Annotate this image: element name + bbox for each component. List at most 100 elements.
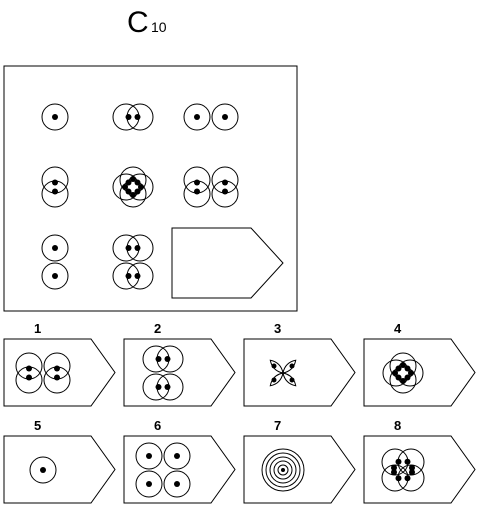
puzzle-title: C 10 xyxy=(127,6,167,39)
petal xyxy=(269,372,284,387)
dot xyxy=(194,114,200,120)
dot xyxy=(404,374,411,381)
dot xyxy=(52,179,58,186)
dot xyxy=(54,374,60,381)
answer-option-4[interactable]: 4 xyxy=(363,321,476,407)
option-frame xyxy=(243,338,356,407)
answer-option-number: 3 xyxy=(274,321,281,336)
circle-outline xyxy=(273,460,293,480)
dot xyxy=(289,363,295,369)
dot xyxy=(409,464,415,471)
matrix-cell-r2c2 xyxy=(112,166,154,208)
circle-outline xyxy=(41,234,69,262)
dot xyxy=(52,188,58,195)
dot xyxy=(134,114,141,120)
option-figure-four-separate-circles xyxy=(135,442,191,498)
dot xyxy=(155,384,162,390)
matrix-cell-r3c1 xyxy=(41,234,69,290)
dot xyxy=(125,179,132,186)
dot xyxy=(134,179,141,186)
option-figure-petal-flower xyxy=(269,359,297,387)
circle-outline xyxy=(277,464,289,476)
dot xyxy=(125,273,132,279)
dot xyxy=(52,114,58,120)
dot xyxy=(289,377,295,383)
dot xyxy=(40,467,46,473)
answer-option-6[interactable]: 6 xyxy=(123,418,236,504)
dot xyxy=(400,378,406,384)
dot xyxy=(392,370,398,376)
circle-outline xyxy=(135,442,163,470)
dot xyxy=(391,464,397,471)
dot xyxy=(174,453,180,459)
dot xyxy=(146,453,152,459)
dot xyxy=(395,365,402,372)
option-figure-concentric-rings xyxy=(261,448,305,492)
dot xyxy=(125,245,132,251)
matrix-cell-r2c3 xyxy=(183,166,239,208)
dot xyxy=(134,188,141,195)
dot xyxy=(194,179,200,186)
dot xyxy=(271,377,277,383)
dot xyxy=(409,469,415,476)
dot xyxy=(130,192,136,198)
option-frame xyxy=(3,435,116,504)
dot xyxy=(130,176,136,182)
matrix-cell-r1c3 xyxy=(183,103,239,131)
circle-outline xyxy=(163,442,191,470)
dot xyxy=(52,273,58,279)
dot xyxy=(134,273,141,279)
circle-outline xyxy=(41,103,69,131)
dot xyxy=(52,245,58,251)
answer-options: 1 2 3 4 5 6 7 8 xyxy=(3,321,476,504)
answer-option-number: 7 xyxy=(274,418,281,433)
dot xyxy=(408,370,414,376)
matrix-grid xyxy=(41,103,284,299)
answer-option-number: 5 xyxy=(34,418,41,433)
answer-option-1[interactable]: 1 xyxy=(3,321,116,407)
circle-outline xyxy=(269,456,297,484)
circle-outline xyxy=(163,470,191,498)
option-figure-two-horizontal-pairs-stacked xyxy=(142,345,184,401)
dot xyxy=(155,356,162,362)
dot xyxy=(26,365,32,372)
matrix-cell-r3c3-answer-slot xyxy=(171,227,284,299)
dot xyxy=(164,384,171,390)
circle-outline xyxy=(261,448,305,492)
dot xyxy=(222,188,228,195)
dot xyxy=(395,475,402,482)
dot xyxy=(400,362,406,368)
dot xyxy=(222,114,228,120)
dot xyxy=(404,365,411,372)
dot xyxy=(281,468,285,472)
answer-option-7[interactable]: 7 xyxy=(243,418,356,504)
circle-outline xyxy=(29,456,57,484)
dot xyxy=(271,363,277,369)
petal xyxy=(282,372,297,387)
option-frame xyxy=(363,338,476,407)
option-figure-two-vertical-pairs-side-by-side xyxy=(15,352,71,394)
matrix-cell-r3c2 xyxy=(112,234,154,290)
dot xyxy=(395,458,402,465)
circle-outline xyxy=(135,470,163,498)
puzzle-title-main: C xyxy=(127,6,149,39)
answer-option-number: 6 xyxy=(154,418,161,433)
answer-option-number: 1 xyxy=(34,321,41,336)
dot xyxy=(222,179,228,186)
answer-option-8[interactable]: 8 xyxy=(363,418,476,504)
option-frame xyxy=(171,227,284,299)
option-frame xyxy=(123,338,236,407)
option-figure-four-overlapping-cluster xyxy=(382,352,424,394)
dot xyxy=(138,184,144,190)
dot xyxy=(122,184,128,190)
option-frame xyxy=(3,338,116,407)
option-figure-one-circle xyxy=(29,456,57,484)
circle-outline xyxy=(183,103,211,131)
answer-option-5[interactable]: 5 xyxy=(3,418,116,504)
dot xyxy=(164,356,171,362)
answer-option-3[interactable]: 3 xyxy=(243,321,356,407)
dot xyxy=(146,481,152,487)
circle-outline xyxy=(211,103,239,131)
answer-option-2[interactable]: 2 xyxy=(123,321,236,407)
